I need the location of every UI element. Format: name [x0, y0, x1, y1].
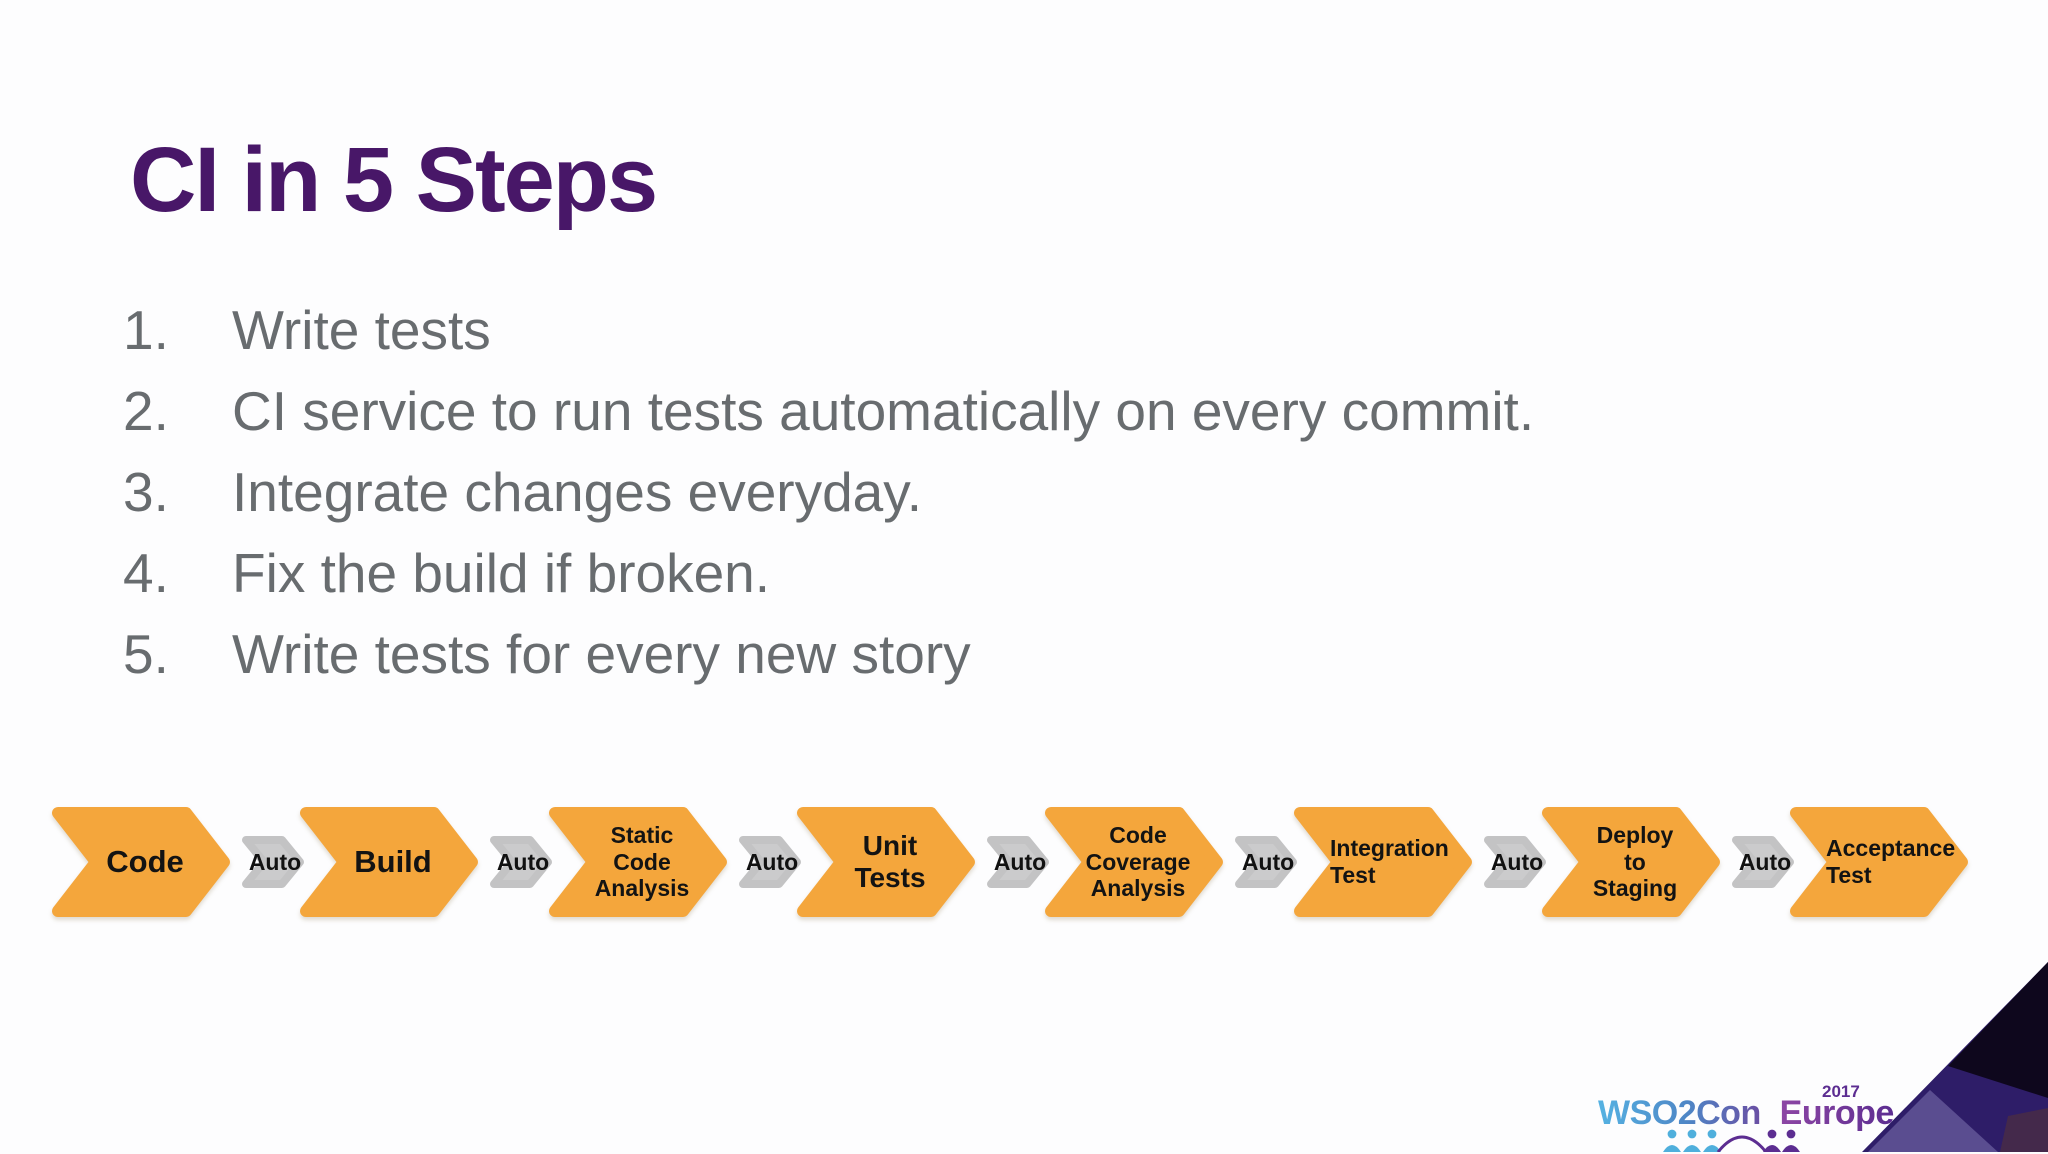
slide-title: CI in 5 Steps — [130, 129, 658, 231]
pipeline-stage-label: Acceptance Test — [1826, 835, 1956, 888]
small-chevron-arrow-shape — [987, 836, 1049, 888]
pipeline-connector-auto: Auto — [987, 836, 1053, 888]
chevron-arrow-shape — [300, 807, 478, 917]
step-text: CI service to run tests automatically on… — [232, 379, 1535, 442]
chevron-arrow-shape — [1542, 807, 1720, 917]
logo-europe-text: Europe — [1779, 1094, 1895, 1132]
step-text: Fix the build if broken. — [232, 541, 771, 604]
pipeline-stage-label: Build — [354, 844, 432, 880]
small-chevron-arrow-shape — [490, 836, 552, 888]
chevron-arrow-shape — [1294, 807, 1472, 917]
step-item-2: 2. CI service to run tests automatically… — [123, 370, 1534, 451]
pipeline-connector-label: Auto — [496, 848, 550, 875]
chevron-arrow-shape — [1790, 807, 1968, 917]
step-text: Integrate changes everyday. — [232, 460, 922, 523]
pipeline-connector-auto: Auto — [739, 836, 805, 888]
logo-wso2con-text: WSO2Con — [1598, 1094, 1761, 1132]
step-text: Write tests — [232, 298, 491, 361]
pipeline-stage-label: Deploy to Staging — [1592, 821, 1678, 902]
small-chevron-arrow-shape — [739, 836, 801, 888]
steps-list: 1. Write tests 2. CI service to run test… — [123, 289, 1534, 694]
pipeline-stage-label: Integration Test — [1330, 835, 1449, 888]
chevron-arrow-shape — [1045, 807, 1223, 917]
small-chevron-arrow-shape — [1484, 836, 1546, 888]
chevron-arrow-shape — [549, 807, 727, 917]
step-text: Write tests for every new story — [232, 622, 971, 685]
pipeline-connector-auto: Auto — [1484, 836, 1550, 888]
step-item-1: 1. Write tests — [123, 289, 1534, 370]
pipeline-stage-label: Unit Tests — [854, 829, 926, 893]
pipeline-connector-auto: Auto — [1235, 836, 1301, 888]
small-chevron-arrow-shape — [1732, 836, 1794, 888]
wso2con-europe-logo: WSO2Con Europe 2017 — [1598, 1082, 1918, 1154]
step-number: 4. — [123, 541, 169, 604]
pipeline-connector-label: Auto — [248, 848, 302, 875]
pipeline-stage-code: Code — [52, 807, 230, 917]
step-item-5: 5. Write tests for every new story — [123, 613, 1534, 694]
pipeline-connector-label: Auto — [1490, 848, 1544, 875]
pipeline-connector-label: Auto — [1738, 848, 1792, 875]
pipeline-stage-build: Build — [300, 807, 478, 917]
step-number: 5. — [123, 622, 169, 685]
pipeline-stage-label: Code Coverage Analysis — [1085, 821, 1191, 902]
logo-big-person-arc — [1716, 1135, 1768, 1152]
pipeline-stage-code-coverage-analysis: Code Coverage Analysis — [1045, 807, 1223, 917]
logo-year-text: 2017 — [1822, 1082, 1860, 1101]
pipeline-stage-label: Code — [106, 844, 184, 880]
chevron-arrow-shape — [797, 807, 975, 917]
corner-triangles-decoration — [1862, 962, 2048, 1152]
pipeline-connector-label: Auto — [1241, 848, 1295, 875]
step-number: 1. — [123, 298, 169, 361]
logo-wordmark: WSO2Con Europe — [1598, 1094, 1918, 1133]
chevron-arrow-shape — [52, 807, 230, 917]
pipeline-stage-acceptance-test: Acceptance Test — [1790, 807, 1968, 917]
pipeline-stage-static-code-analysis: Static Code Analysis — [549, 807, 727, 917]
step-number: 2. — [123, 379, 169, 442]
step-number: 3. — [123, 460, 169, 523]
pipeline-stage-deploy-to-staging: Deploy to Staging — [1542, 807, 1720, 917]
small-chevron-arrow-shape — [242, 836, 304, 888]
pipeline-connector-label: Auto — [745, 848, 799, 875]
pipeline-stage-integration-test: Integration Test — [1294, 807, 1472, 917]
pipeline-connector-auto: Auto — [242, 836, 308, 888]
pipeline-connector-auto: Auto — [490, 836, 556, 888]
pipeline-connector-label: Auto — [993, 848, 1047, 875]
step-item-4: 4. Fix the build if broken. — [123, 532, 1534, 613]
small-chevron-arrow-shape — [1235, 836, 1297, 888]
pipeline-stage-unit-tests: Unit Tests — [797, 807, 975, 917]
pipeline-connector-auto: Auto — [1732, 836, 1798, 888]
pipeline-stage-label: Static Code Analysis — [594, 821, 690, 902]
step-item-3: 3. Integrate changes everyday. — [123, 451, 1534, 532]
logo-people-icon — [1663, 1129, 1800, 1152]
